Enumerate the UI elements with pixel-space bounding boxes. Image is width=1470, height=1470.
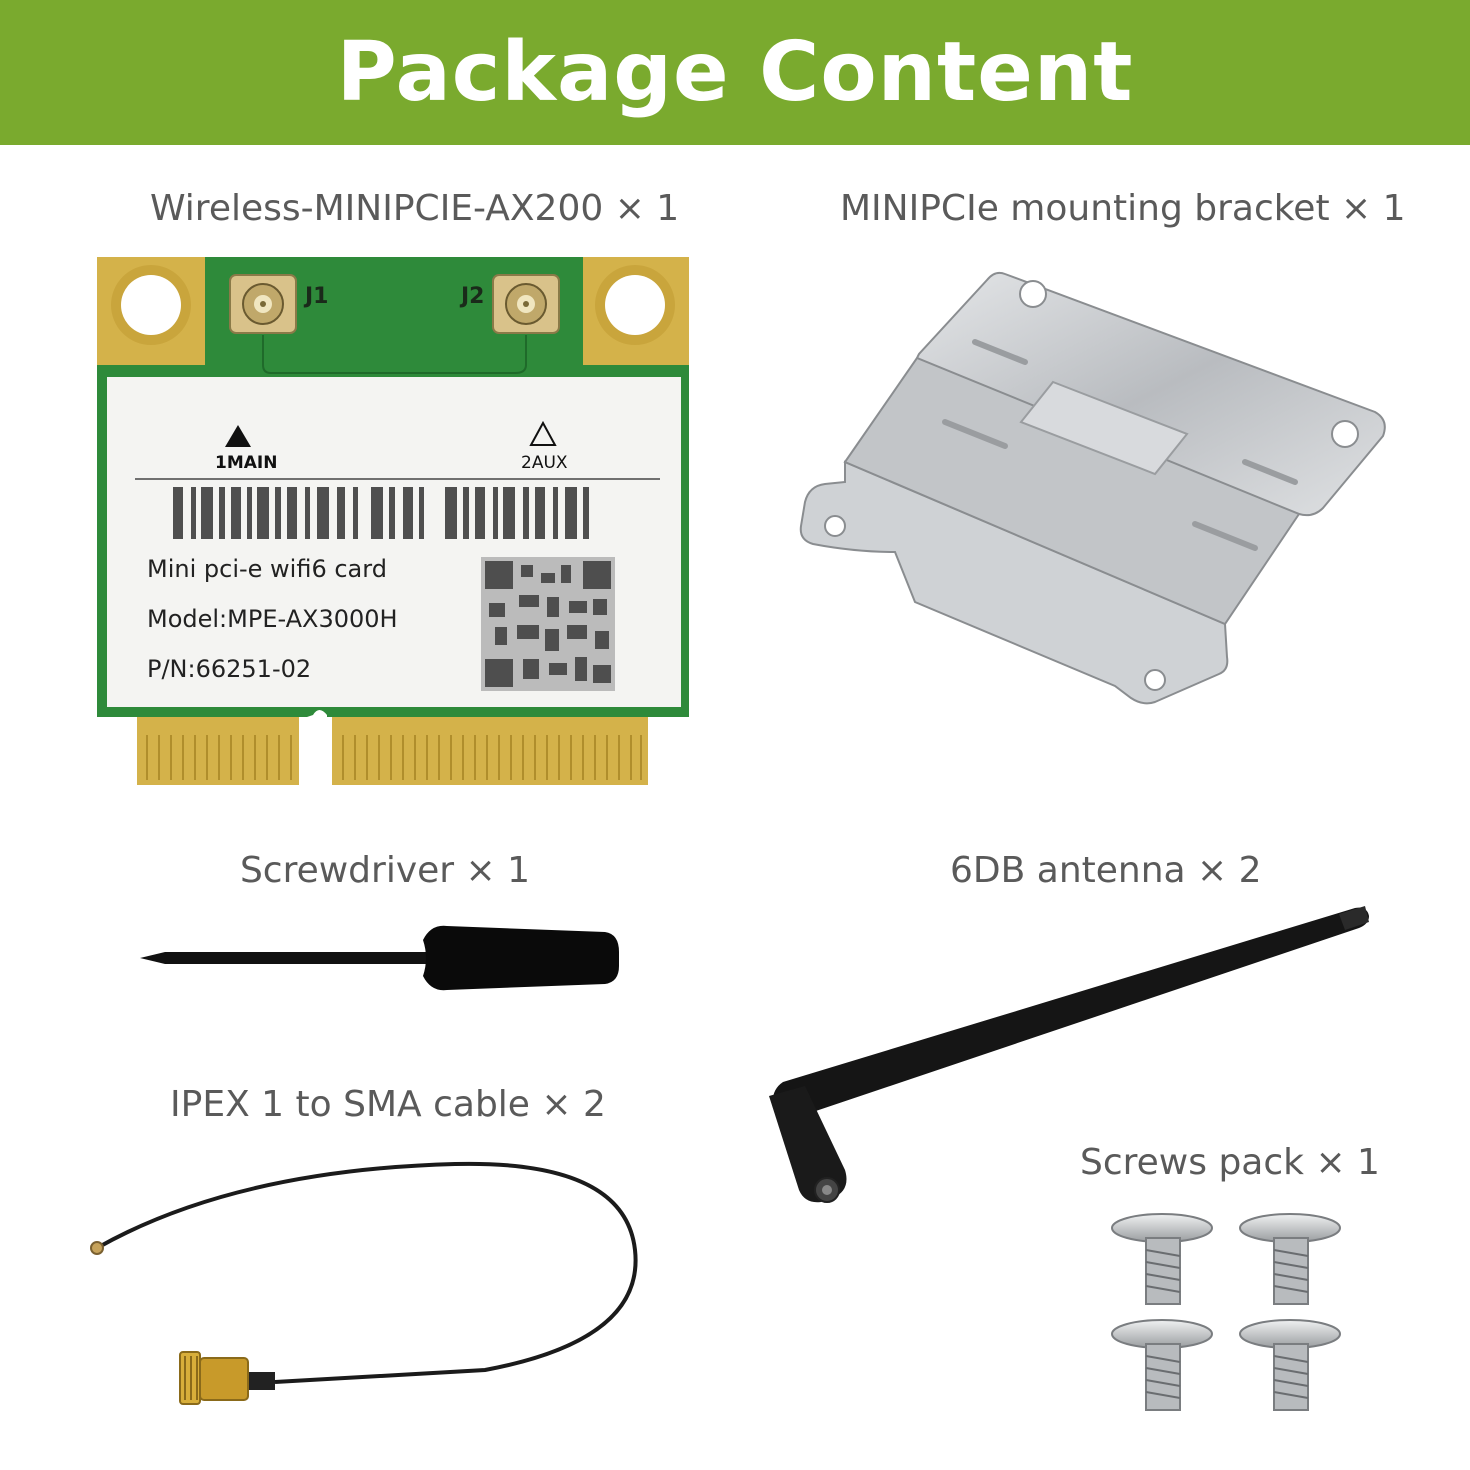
card-gold-contacts <box>137 710 648 785</box>
header-banner: Package Content <box>0 0 1470 145</box>
screw-icon <box>1111 1319 1213 1411</box>
aux-triangle-icon <box>529 420 557 446</box>
card-text-line1: Mini pci-e wifi6 card <box>147 555 387 583</box>
page-title: Package Content <box>336 25 1134 120</box>
barcode-image <box>173 487 589 539</box>
screw-icon <box>1111 1213 1213 1305</box>
bracket-image <box>799 271 1386 705</box>
screw-icon <box>1239 1213 1341 1305</box>
screws-image <box>1111 1213 1341 1411</box>
label-main: 1MAIN <box>215 453 277 473</box>
label-j1: J1 <box>303 284 329 309</box>
qr-code-image <box>481 557 615 691</box>
cable-image <box>90 1161 638 1405</box>
screwdriver-image <box>140 925 619 991</box>
caption-bracket: MINIPCIe mounting bracket × 1 <box>840 188 1406 229</box>
screw-icon <box>1239 1319 1341 1411</box>
wifi-card-image: J1 J2 1MAIN 2AUX Mini pci-e wifi6 card M… <box>97 257 689 785</box>
card-text-line2: Model:MPE-AX3000H <box>147 605 398 633</box>
card-text-line3: P/N:66251-02 <box>147 655 311 683</box>
label-aux: 2AUX <box>521 453 568 473</box>
main-triangle-icon <box>225 425 251 447</box>
connector-j1-icon <box>229 274 297 334</box>
antenna-image <box>769 906 1369 1203</box>
caption-antenna: 6DB antenna × 2 <box>950 850 1262 891</box>
caption-cable: IPEX 1 to SMA cable × 2 <box>170 1084 606 1125</box>
connector-j2-icon <box>492 274 560 334</box>
sma-connector-icon <box>179 1351 249 1405</box>
caption-screwdriver: Screwdriver × 1 <box>239 850 531 891</box>
caption-wifi-card: Wireless-MINIPCIE-AX200 × 1 <box>150 188 680 229</box>
label-j2: J2 <box>459 284 485 309</box>
caption-screws: Screws pack × 1 <box>1080 1142 1380 1183</box>
